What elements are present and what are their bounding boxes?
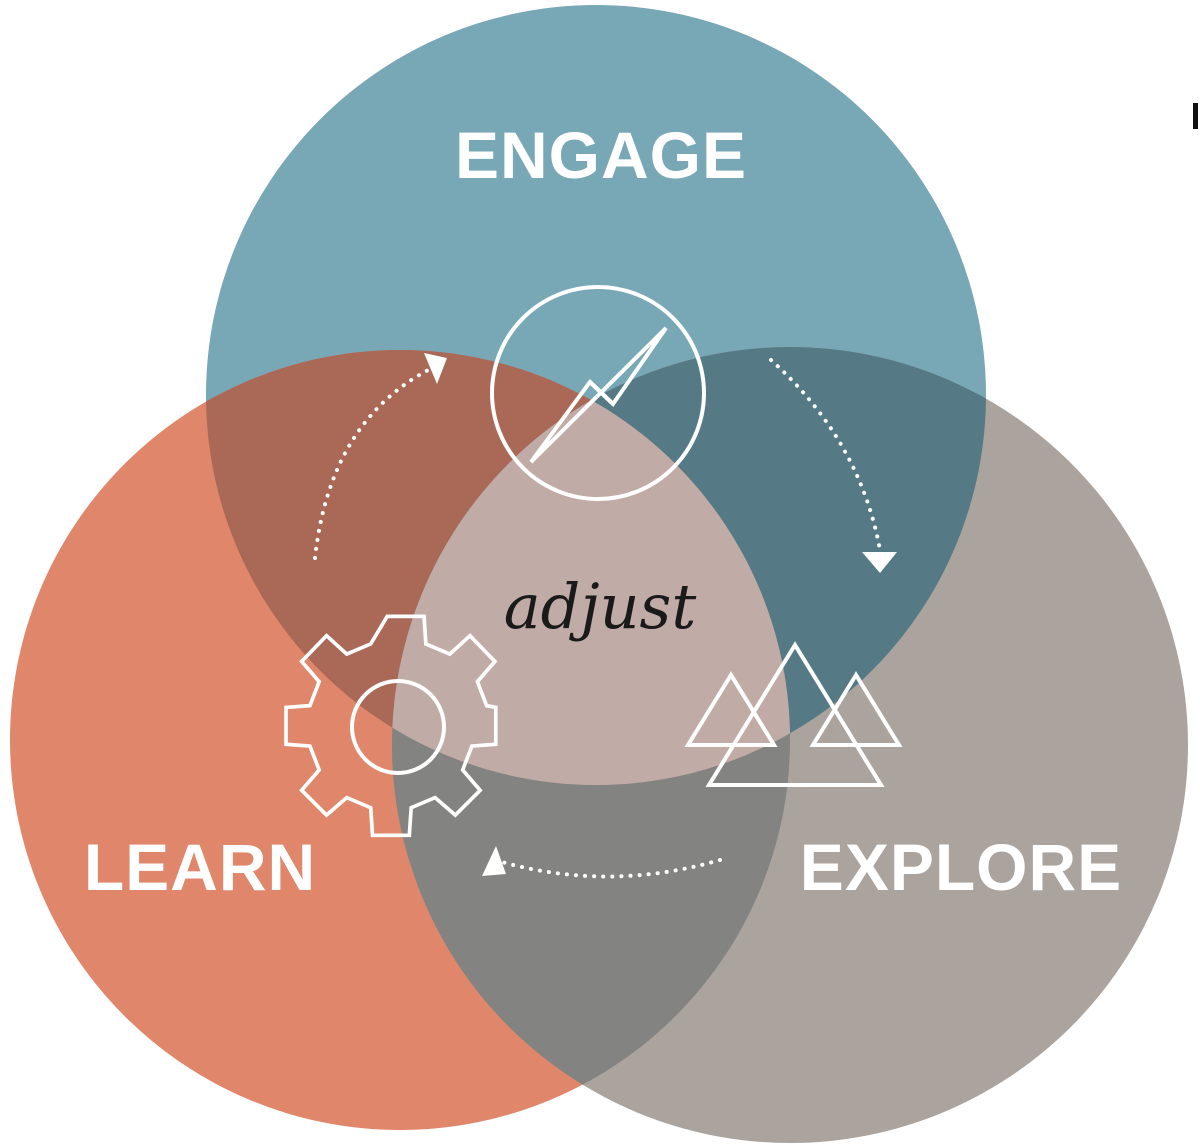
learn-to-engage-arrow xyxy=(313,353,447,560)
engage-label: ENGAGE xyxy=(455,118,747,192)
gear-icon xyxy=(284,614,498,838)
engage-to-explore-arrow xyxy=(769,358,897,573)
explore-to-learn-arrow xyxy=(482,846,722,879)
center-label: adjust xyxy=(504,570,697,643)
learn-label: LEARN xyxy=(84,830,316,904)
explore-label: EXPLORE xyxy=(800,830,1122,904)
triangles-icon xyxy=(684,641,903,787)
compass-icon xyxy=(490,285,706,501)
edge-mark xyxy=(1193,103,1198,129)
center-overlap xyxy=(392,350,790,785)
